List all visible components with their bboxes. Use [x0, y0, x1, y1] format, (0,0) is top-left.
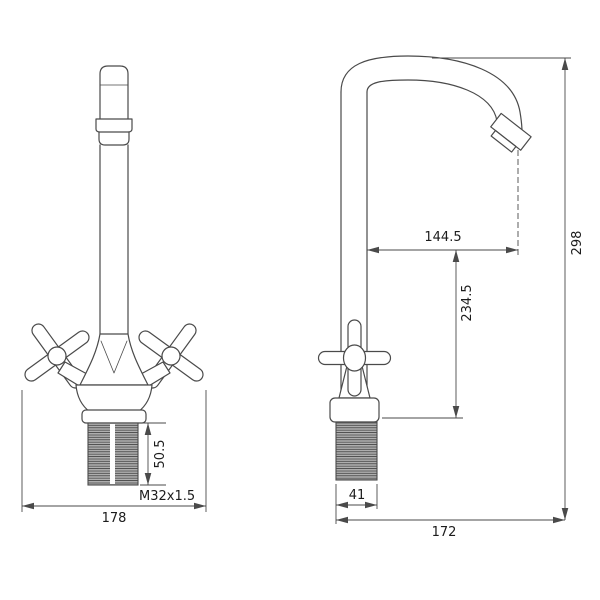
gooseneck-outer-curve [340, 55, 523, 133]
spout-column-top [99, 65, 129, 121]
gooseneck-inner-curve [366, 79, 498, 122]
shank-highlight-stripe [110, 424, 115, 484]
side-handle-hub [342, 344, 367, 372]
front-view [24, 65, 204, 486]
collar-nut [95, 118, 133, 133]
dim-outlet-height-label: 234.5 [460, 284, 475, 321]
valve-body-front [79, 333, 149, 386]
right-handle-hub [161, 346, 181, 366]
dim-shank-length-label: 50.5 [153, 440, 168, 469]
nozzle-aerator-tip [490, 129, 517, 153]
collar-taper [98, 131, 130, 146]
base-side [329, 397, 380, 423]
cross-handle-side [317, 319, 392, 397]
base-dome-front [75, 384, 153, 413]
dim-spout-reach-label: 144.5 [424, 230, 461, 245]
dim-side-depth-label: 172 [432, 525, 457, 540]
valve-body-detail [100, 340, 128, 374]
dimension-annotations: 50.5 M32x1.5 178 144.5 234.5 298 41 172 [21, 57, 585, 540]
spout-nozzle [490, 112, 532, 153]
left-handle-hub [47, 346, 67, 366]
dim-front-width-label: 178 [102, 511, 127, 526]
dim-shank-width-label: 41 [349, 488, 366, 503]
side-view [317, 55, 532, 481]
thread-spec-label: M32x1.5 [139, 489, 195, 504]
base-plate-front [81, 409, 147, 424]
threaded-shank-side [335, 421, 378, 481]
dim-overall-height-label: 298 [570, 231, 585, 256]
